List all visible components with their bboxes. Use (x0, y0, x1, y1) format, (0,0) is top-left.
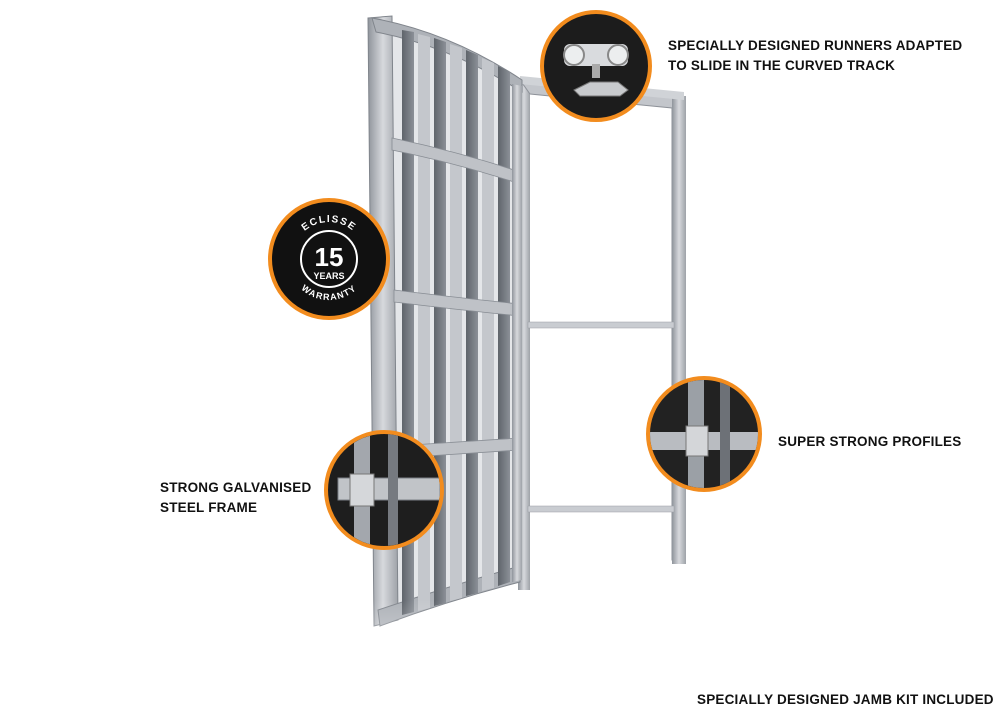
svg-text:WARRANTY: WARRANTY (300, 283, 359, 302)
badge-caption: WARRANTY (300, 283, 358, 302)
jamb-kit-callout: SPECIALLY DESIGNED JAMB KIT INCLUDED (697, 692, 994, 707)
frame-detail-image (324, 430, 444, 550)
runner-icon (563, 44, 629, 97)
badge-number: 15 (315, 242, 344, 272)
profile-icon (650, 380, 758, 488)
profile-detail-image (646, 376, 762, 492)
warranty-badge-icon: ECLISSE 15 YEARS WARRANTY (300, 214, 359, 302)
badge-unit: YEARS (313, 271, 344, 281)
profiles-callout: SUPER STRONG PROFILES (778, 434, 962, 449)
door-jamb (518, 76, 686, 590)
floor-reflection (340, 600, 720, 720)
runners-callout: SPECIALLY DESIGNED RUNNERS ADAPTED TO SL… (668, 38, 963, 73)
warranty-badge: ECLISSE 15 YEARS WARRANTY (268, 198, 390, 320)
frame-callout: STRONG GALVANISED STEEL FRAME (160, 480, 312, 515)
frame-icon (337, 434, 440, 546)
runner-detail-image (540, 10, 652, 122)
